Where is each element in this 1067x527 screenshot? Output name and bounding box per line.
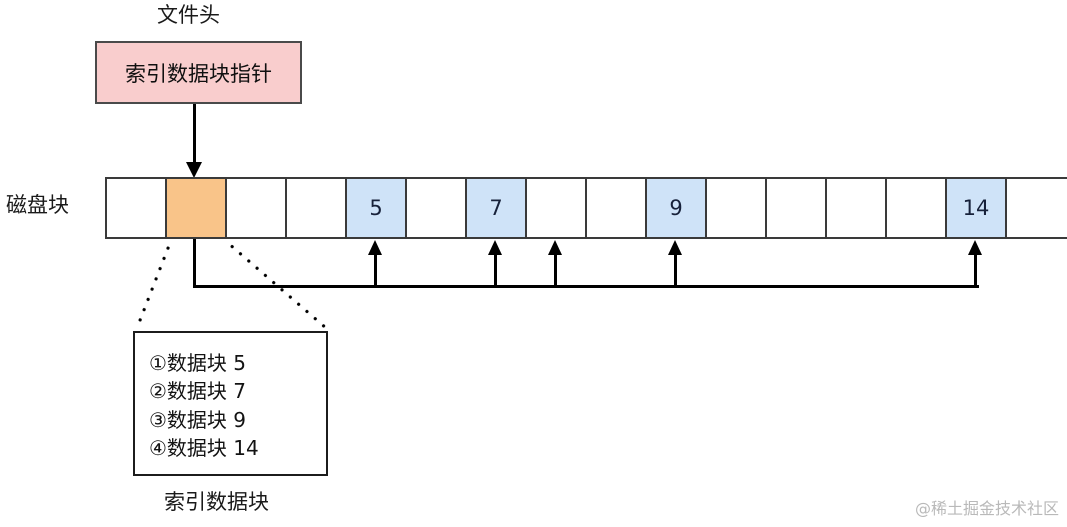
data-arrow-stem-14 [973,252,977,287]
disk-cell-13 [887,179,947,237]
disk-cell-9: 9 [647,179,707,237]
disk-cell-3 [287,179,347,237]
disk-cell-0 [107,179,167,237]
index-entry-1: ①数据块 5 [149,351,247,375]
disk-cell-5 [407,179,467,237]
index-bus-line [193,285,979,288]
disk-cell-14: 14 [947,179,1007,237]
index-entry-2: ②数据块 7 [149,379,247,404]
disk-cell-12 [827,179,887,237]
disk-cell-2 [227,179,287,237]
disk-cell-6: 7 [467,179,527,237]
disk-block-strip: 5 7 9 14 [105,177,1067,239]
disk-cell-4: 5 [347,179,407,237]
callout-dotted-line-1 [135,242,172,329]
index-block-pointer-label: 索引数据块指针 [125,61,272,86]
disk-cell-11 [767,179,827,237]
index-bus-riser [193,239,196,288]
disk-cell-value: 5 [369,196,383,220]
data-arrow-stem-6 [493,252,497,287]
data-arrow-stem-9 [673,252,677,287]
pointer-arrow-head-icon [186,162,202,178]
disk-cell-7 [527,179,587,237]
data-arrow-head-icon-6 [487,240,502,255]
disk-cell-value: 7 [489,196,503,220]
disk-cell-value: 9 [669,196,683,220]
disk-cell-8 [587,179,647,237]
index-entry-4: ④数据块 14 [149,436,259,461]
index-data-block-box: ①数据块 5 ②数据块 7 ③数据块 9 ④数据块 14 [133,331,328,476]
data-arrow-head-icon-14 [967,240,982,255]
data-arrow-head-icon-4 [367,240,382,255]
data-arrow-stem-7 [553,252,557,287]
index-data-block-caption: 索引数据块 [164,490,269,514]
data-arrow-head-icon-7 [547,240,562,255]
pointer-arrow-shaft [193,104,196,166]
data-arrow-stem-4 [373,252,377,287]
index-entry-3: ③数据块 9 [149,407,247,432]
disk-cell-10 [707,179,767,237]
disk-row-label: 磁盘块 [6,193,69,217]
disk-cell-1 [167,179,227,237]
disk-cell-15 [1007,179,1067,237]
index-block-pointer-box: 索引数据块指针 [95,41,302,104]
data-arrow-head-icon-9 [667,240,682,255]
file-header-title: 文件头 [157,3,220,27]
disk-cell-value: 14 [962,196,990,220]
watermark: @稀土掘金技术社区 [914,499,1059,518]
